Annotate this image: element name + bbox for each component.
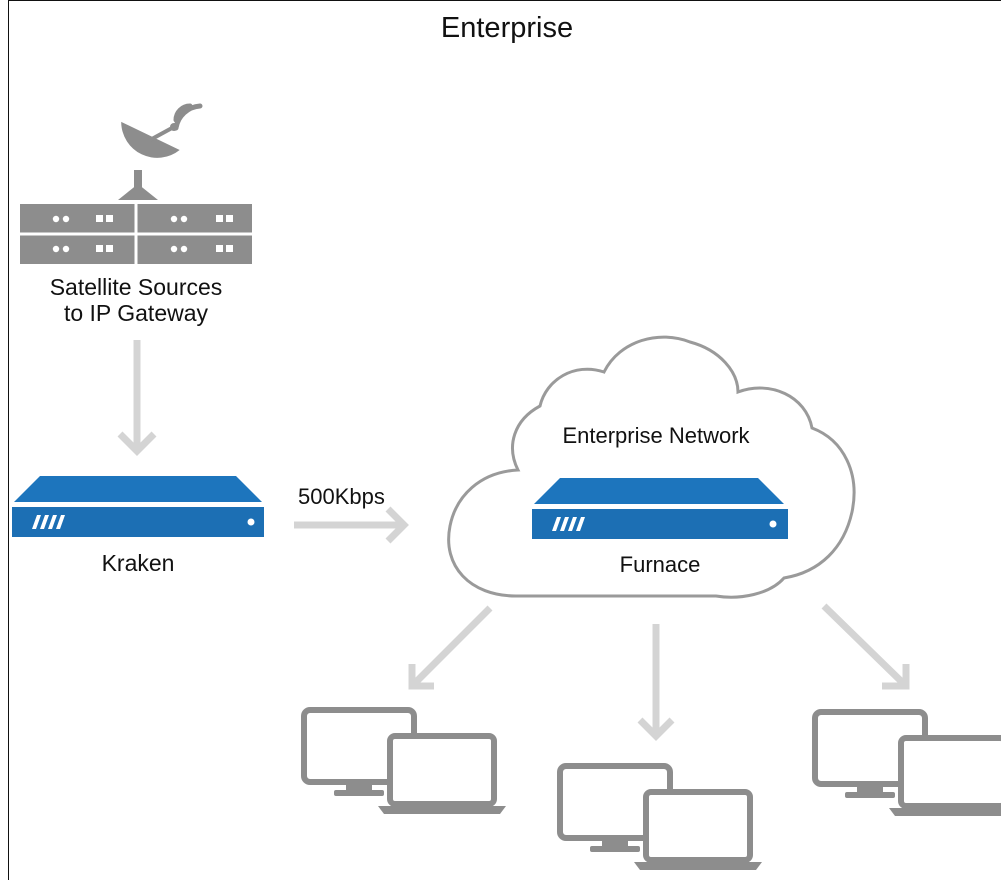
- arrow-to-client-left: [408, 605, 493, 690]
- arrow-to-client-right: [821, 603, 910, 690]
- desktop-laptop-icon: [560, 766, 762, 870]
- desktop-laptop-icon: [304, 710, 506, 814]
- diagram-frame: [8, 0, 1001, 880]
- arrow-to-client-center: [637, 624, 675, 741]
- gateway-rack-icon: [20, 204, 252, 264]
- enterprise-network-label: Enterprise Network: [562, 423, 750, 448]
- arrow-down-to-kraken: [117, 340, 157, 456]
- arrow-right-to-furnace: [294, 506, 409, 544]
- kraken-device-icon: [12, 476, 264, 537]
- page-title: Enterprise: [441, 12, 573, 44]
- satellite-label-line1: Satellite Sources: [50, 274, 223, 300]
- furnace-device-icon: [532, 478, 788, 539]
- furnace-label: Furnace: [620, 552, 701, 577]
- kraken-label: Kraken: [102, 550, 175, 576]
- desktop-laptop-icon: [815, 712, 1001, 816]
- link-rate-label: 500Kbps: [298, 484, 385, 509]
- satellite-label-line2: to IP Gateway: [64, 300, 209, 326]
- satellite-dish-icon: [118, 103, 203, 200]
